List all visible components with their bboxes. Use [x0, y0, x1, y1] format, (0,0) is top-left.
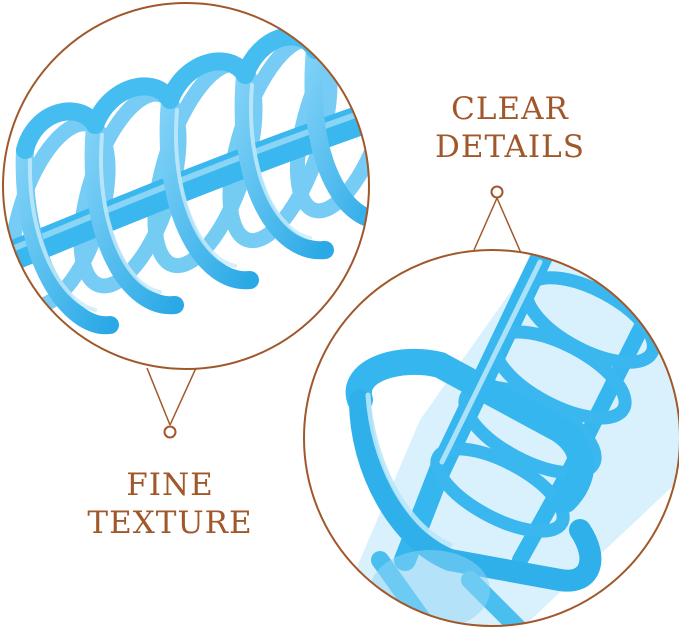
callout-line-details: DETAILS [435, 129, 585, 165]
callout-label-fine-texture: FINE TEXTURE [72, 466, 268, 542]
callout-pointer-fine-texture [146, 367, 197, 439]
callout-line-fine: FINE [126, 467, 214, 503]
callout-pointer-clear-details [473, 185, 522, 254]
zoom-circle-coil [2, 2, 370, 370]
callout-label-clear-details: CLEAR DETAILS [412, 90, 608, 166]
callout-line-texture: TEXTURE [87, 505, 253, 541]
zoom-circle-clasp [303, 249, 679, 627]
callout-line-clear: CLEAR [451, 91, 569, 127]
